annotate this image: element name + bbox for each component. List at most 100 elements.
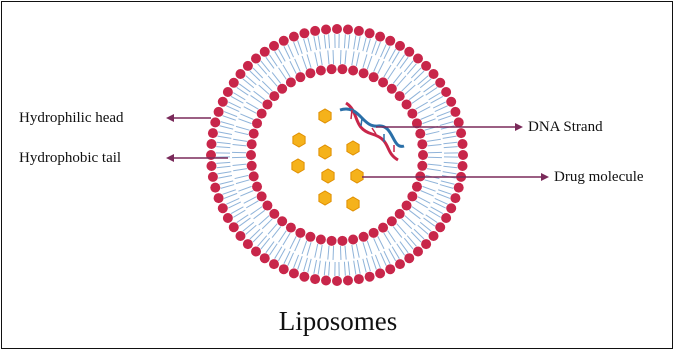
lipid-tail <box>354 35 356 49</box>
lipid-head <box>343 276 353 286</box>
lipid-head <box>407 109 417 119</box>
lipid-tail <box>246 76 257 85</box>
lipid-head <box>417 139 427 149</box>
lipid-head <box>223 213 233 223</box>
lipid-tail <box>374 59 380 72</box>
lipid-head <box>450 107 460 117</box>
lipid-tail <box>240 191 253 196</box>
lipid-tail <box>307 54 311 67</box>
lipid-tail <box>258 64 267 75</box>
lipid-head <box>337 64 347 74</box>
lipid-tail <box>357 260 360 274</box>
lipid-head <box>387 84 397 94</box>
lipid-tail <box>426 215 438 223</box>
lipid-tail <box>269 55 277 67</box>
lipid-head <box>277 84 287 94</box>
lipid-head <box>262 201 272 211</box>
lipid-head <box>415 129 425 139</box>
lipid-tail <box>407 236 416 247</box>
lipid-tail <box>236 180 249 184</box>
lipid-tail <box>378 236 384 249</box>
lipid-tail <box>223 190 236 195</box>
lipid-head <box>316 66 326 76</box>
drug-molecule-icon <box>351 169 363 183</box>
hydrophobic-tail-label: Hydrophobic tail <box>19 151 121 166</box>
lipid-head <box>395 41 405 51</box>
lipid-tail <box>329 34 330 48</box>
lipid-tail <box>253 68 263 78</box>
lipid-head <box>249 129 259 139</box>
lipid-tail <box>266 242 274 253</box>
lipid-head <box>359 232 369 242</box>
lipid-tail <box>324 35 325 49</box>
lipid-head <box>223 87 233 97</box>
lipid-tail <box>243 222 254 231</box>
lipid-tail <box>246 201 258 208</box>
lipid-head <box>214 193 224 203</box>
lipid-head <box>407 191 417 201</box>
lipid-head <box>404 253 414 263</box>
lipid-tail <box>375 42 380 55</box>
drug-molecule-icon <box>322 169 334 183</box>
lipid-head <box>277 216 287 226</box>
lipid-tail <box>239 218 250 226</box>
lipid-tail <box>378 61 384 74</box>
lipid-tail <box>220 181 234 184</box>
lipid-tail <box>333 246 334 260</box>
lipid-head <box>369 72 379 82</box>
lipid-head <box>286 223 296 233</box>
lipid-tail <box>233 144 247 145</box>
lipid-head <box>375 268 385 278</box>
lipid-head <box>269 91 279 101</box>
lipid-head <box>343 24 353 34</box>
lipid-tail <box>420 79 431 88</box>
lipid-tail <box>320 245 322 259</box>
lipid-tail <box>418 76 429 85</box>
lipid-head <box>337 236 347 246</box>
lipid-tail <box>363 54 367 67</box>
lipid-head <box>402 201 412 211</box>
lipid-tail <box>304 39 308 52</box>
lipid-head <box>206 161 216 171</box>
lipid-head <box>327 64 337 74</box>
lipid-tail <box>374 238 380 251</box>
lipid-tail <box>440 185 453 189</box>
lipid-head <box>247 161 257 171</box>
lipid-tail <box>304 258 308 271</box>
lipid-tail <box>367 56 372 69</box>
lipid-tail <box>244 107 256 113</box>
lipid-tail <box>411 68 421 78</box>
lipid-head <box>385 36 395 46</box>
lipid-tail <box>246 225 257 234</box>
lipid-tail <box>218 132 232 135</box>
lipid-head <box>454 117 464 127</box>
dna-strand-label: DNA Strand <box>528 120 603 135</box>
lipid-tail <box>298 256 303 269</box>
lipid-head <box>395 91 405 101</box>
lipid-tail <box>367 241 372 254</box>
lipid-tail <box>239 84 250 92</box>
lipid-tail <box>261 61 270 72</box>
lipid-head <box>321 276 331 286</box>
lipid-head <box>235 231 245 241</box>
lipid-tail <box>367 258 371 271</box>
hydrophilic-head-label: Hydrophilic head <box>19 111 124 126</box>
lipid-tail <box>235 175 249 178</box>
lipid-head <box>348 66 358 76</box>
lipid-head <box>365 272 375 282</box>
lipid-tail <box>427 139 441 141</box>
lipid-tail <box>443 142 457 143</box>
lipid-head <box>279 36 289 46</box>
lipid-tail <box>217 136 231 138</box>
lipid-tail <box>308 38 311 52</box>
lipid-head <box>435 222 445 232</box>
lipid-tail <box>246 102 258 109</box>
lipid-tail <box>400 57 408 68</box>
lipid-tail <box>217 142 231 143</box>
lipid-tail <box>320 51 322 65</box>
lipid-head <box>359 68 369 78</box>
lipid-tail <box>414 71 424 81</box>
lipid-tail <box>298 41 303 54</box>
lipid-head <box>206 139 216 149</box>
drug-molecule-label: Drug molecule <box>554 170 644 185</box>
